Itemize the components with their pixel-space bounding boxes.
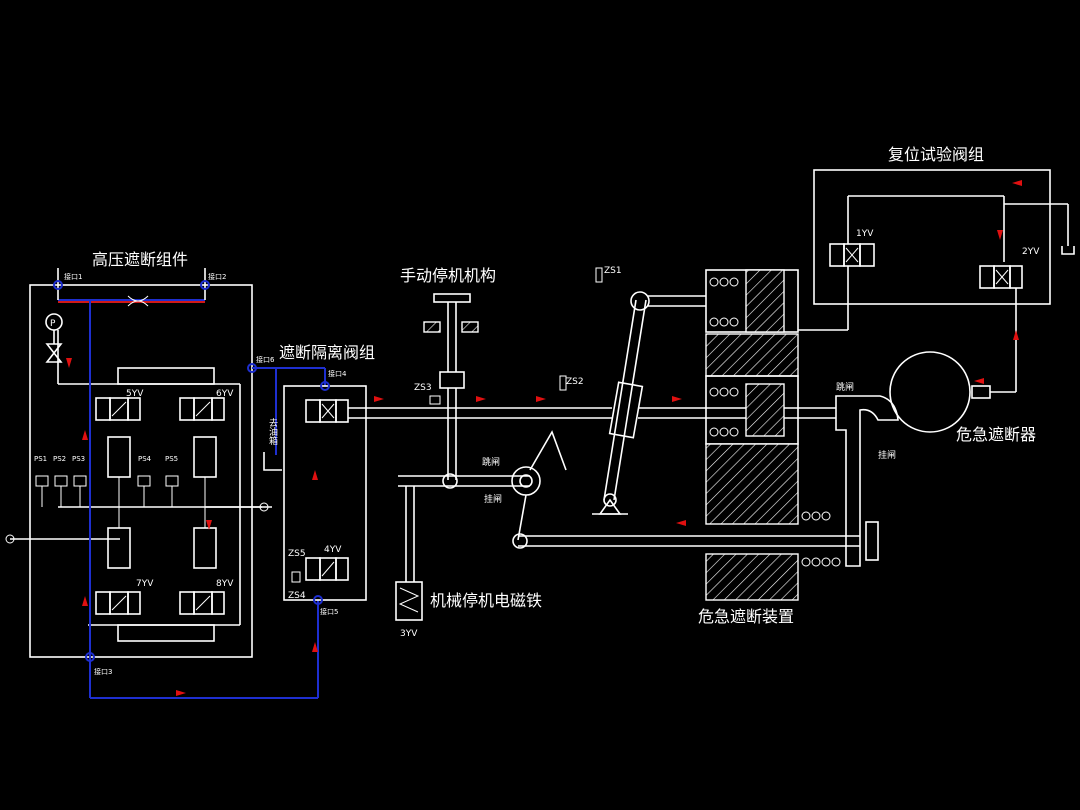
valve-2yv[interactable]: 2YV	[979, 247, 1040, 289]
port-1-icon	[53, 280, 63, 290]
zs4-label: ZS4	[288, 591, 306, 601]
port-3-label: 接口3	[94, 667, 112, 676]
zs2-label: ZS2	[566, 377, 584, 387]
reset-test-frame	[813, 169, 1051, 305]
cartridge-valve-icon	[107, 436, 131, 478]
ps3-label: PS3	[72, 455, 85, 463]
zs-switch-icon	[291, 571, 301, 583]
mech-trip-solenoid-title: 机械停机电磁铁	[430, 591, 542, 610]
ps2-label: PS2	[53, 455, 66, 463]
port-1-label: 接口1	[64, 272, 82, 281]
valve-7yv[interactable]: 7YV	[95, 579, 154, 615]
valve-6yv-label: 6YV	[216, 389, 234, 399]
needle-valve-icon	[45, 343, 63, 363]
gauge-label: P	[50, 319, 56, 329]
valve-1yv-label: 1YV	[856, 229, 874, 239]
trip-hook-icon[interactable]	[835, 395, 899, 567]
tank-icon	[263, 452, 282, 471]
hp-trip-block-frame	[29, 284, 253, 658]
outlet-port-icon	[259, 502, 269, 512]
ps4-label: PS4	[138, 455, 152, 463]
valve-1yv[interactable]: 1YV	[829, 229, 875, 267]
latch-state-label-2: 挂闸	[878, 449, 896, 461]
trip-state-label-2: 跳闸	[836, 381, 854, 393]
spring-coil-group	[709, 277, 841, 567]
port-6-icon	[247, 363, 257, 373]
zs1-switch-icon	[595, 267, 603, 283]
valve-3yv-label: 3YV	[400, 629, 418, 639]
orifice-icon	[127, 295, 149, 307]
port-2-icon	[200, 280, 210, 290]
reset-test-title: 复位试验阀组	[888, 145, 984, 164]
valve-5yv[interactable]: 5YV	[95, 389, 144, 421]
isolation-valve-frame	[283, 385, 367, 601]
ps5-label: PS5	[165, 455, 178, 463]
trip-state-label-1: 跳闸	[482, 456, 500, 468]
zs1-label: ZS1	[604, 266, 622, 276]
valve-4yv-label: 4YV	[324, 545, 342, 555]
spring-bracket-icon	[529, 430, 567, 471]
emergency-tripper-title: 危急遮断器	[956, 425, 1036, 444]
isolation-valve-title: 遮断隔离阀组	[279, 343, 375, 362]
isolation-valve-group: 遮断隔离阀组 接口4 接口5 4YV ZS5 ZS4 去油箱	[263, 343, 375, 616]
valve-6yv[interactable]: 6YV	[179, 389, 234, 421]
tank-icon	[1061, 246, 1075, 255]
emergency-trip-device: 危急遮断装置	[698, 269, 841, 626]
zs3-switch-icon	[429, 395, 441, 405]
zs3-label: ZS3	[414, 383, 432, 393]
zs2-switch-icon	[559, 375, 567, 391]
valve-8yv-label: 8YV	[216, 579, 234, 589]
mech-trip-solenoid[interactable]: 机械停机电磁铁 3YV	[395, 486, 542, 639]
latch-state-label-1: 挂闸	[484, 493, 502, 505]
pivot-icon	[442, 473, 458, 489]
crank-link-icon	[608, 381, 644, 439]
trip-lever-pivot-icon	[511, 466, 541, 496]
port-6-label: 接口6	[256, 355, 275, 364]
valve-4yv[interactable]: 4YV	[305, 545, 349, 581]
cartridge-valve-icon	[107, 527, 131, 569]
manual-trip-title: 手动停机机构	[400, 266, 496, 285]
valve-8yv[interactable]: 8YV	[179, 579, 234, 615]
solenoid-coil-icon	[395, 581, 423, 621]
manual-trip-mechanism[interactable]: 手动停机机构 ZS3	[400, 266, 496, 480]
hp-trip-block: 高压遮断组件 P 5YV 6YV	[5, 250, 275, 676]
zs5-label: ZS5	[288, 549, 306, 559]
valve-2yv-label: 2YV	[1022, 247, 1040, 257]
port-3-icon	[85, 652, 95, 662]
to-tank-label: 去油箱	[267, 417, 278, 446]
port-5-icon	[313, 595, 323, 605]
port-5-label: 接口5	[320, 607, 338, 616]
emergency-tripper-wheel	[889, 351, 971, 433]
port-4-label: 接口4	[328, 369, 347, 378]
port-2-label: 接口2	[208, 272, 226, 281]
cartridge-valve-icon	[193, 436, 217, 478]
emergency-tripper: 危急遮断器	[889, 351, 1036, 444]
isolation-valve[interactable]	[305, 399, 349, 423]
reset-test-valve-group: 复位试验阀组 1YV 2YV	[798, 145, 1075, 331]
emergency-trip-device-title: 危急遮断装置	[698, 607, 794, 626]
valve-7yv-label: 7YV	[136, 579, 154, 589]
pressure-switch-group: PS1 PS2 PS3 PS4 PS5	[34, 455, 179, 507]
manual-trip-handle[interactable]	[433, 293, 471, 303]
valve-5yv-label: 5YV	[126, 389, 144, 399]
hp-trip-block-title: 高压遮断组件	[92, 250, 188, 269]
cartridge-valve-icon	[193, 527, 217, 569]
supply-port-icon	[5, 534, 15, 544]
flow-arrows	[66, 180, 1022, 696]
port-4-icon	[320, 381, 330, 391]
ps1-label: PS1	[34, 455, 47, 463]
